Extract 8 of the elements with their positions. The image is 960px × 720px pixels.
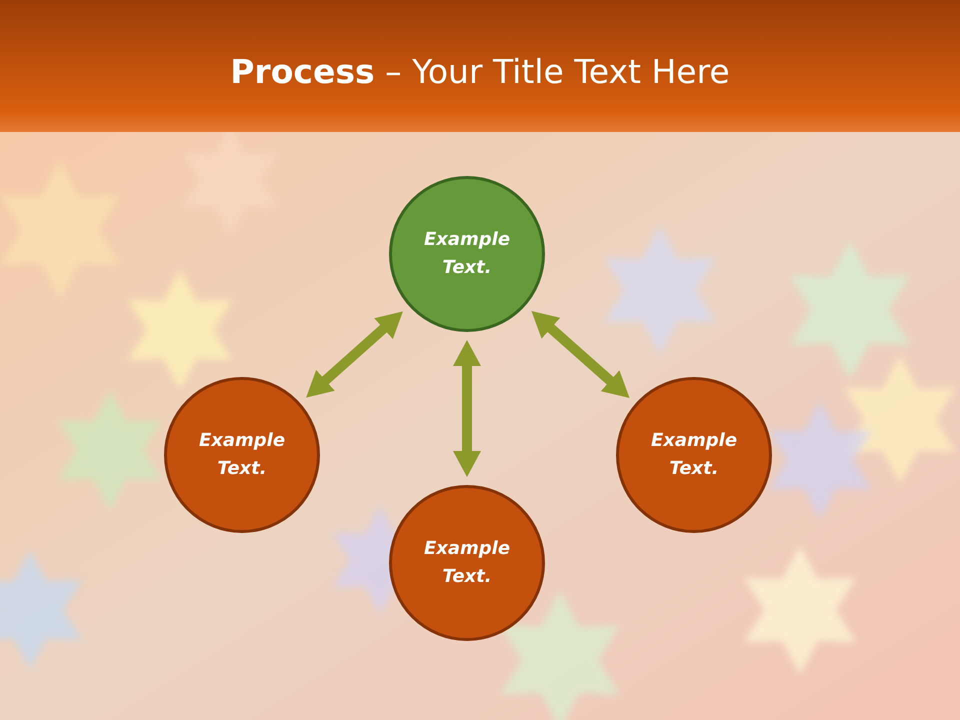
double-arrow [306,311,403,398]
slide-title: Process – Your Title Text Here [229,52,731,91]
double-arrow [453,340,481,477]
node-text: Example Text. [198,429,286,481]
node-text: Example Text. [422,228,512,280]
node-text: Example Text. [422,537,512,589]
node-text: Example Text. [650,429,738,481]
double-arrow [531,311,630,398]
